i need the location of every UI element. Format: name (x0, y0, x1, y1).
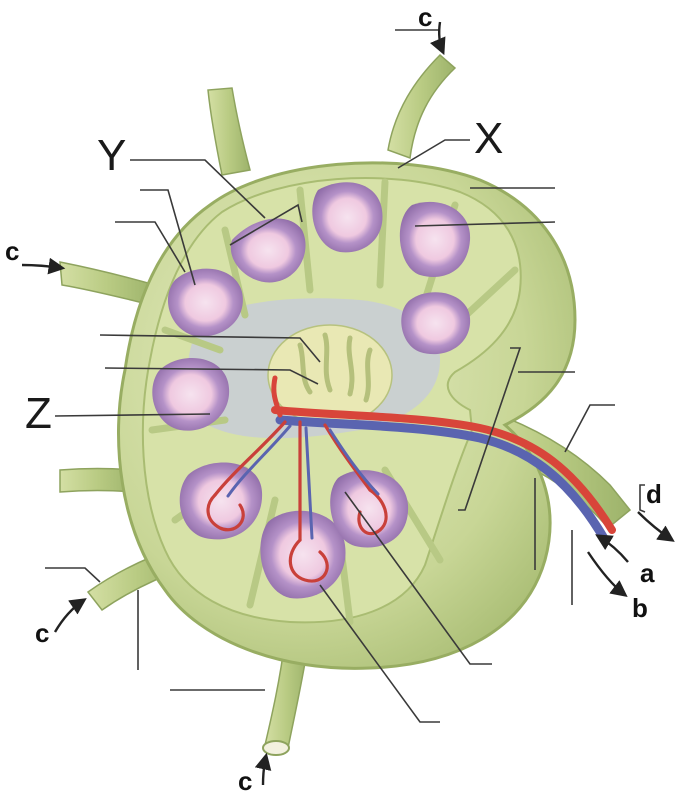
afferent-vessel-top (388, 55, 455, 158)
arrow-icon (588, 552, 625, 595)
label-a: a (640, 558, 655, 588)
arrow-icon (55, 600, 84, 632)
label-c-bottom: c (238, 766, 252, 794)
arrow-icon (263, 756, 266, 785)
follicle-bottom-3 (330, 470, 408, 547)
leader-bottom-left-1 (45, 568, 100, 582)
label-d: d (646, 479, 662, 509)
arrow-icon (638, 512, 672, 540)
arrow-icon (439, 22, 443, 52)
label-c-left: c (5, 236, 19, 266)
label-b: b (632, 593, 648, 623)
label-c-top: c (418, 2, 432, 32)
label-z: Z (25, 389, 52, 438)
follicle-top-3 (400, 202, 470, 277)
afferent-vessel-top-left (208, 88, 250, 175)
label-y: Y (97, 131, 126, 180)
follicle-top-2 (312, 182, 382, 252)
leader-d-bracket (640, 485, 645, 512)
arrow-icon (598, 536, 628, 562)
label-x: X (474, 114, 503, 163)
arrow-icon (22, 265, 62, 268)
vessel-opening-bottom (263, 741, 289, 755)
label-c-bottom-left: c (35, 618, 49, 648)
leader-efferent (565, 405, 615, 452)
